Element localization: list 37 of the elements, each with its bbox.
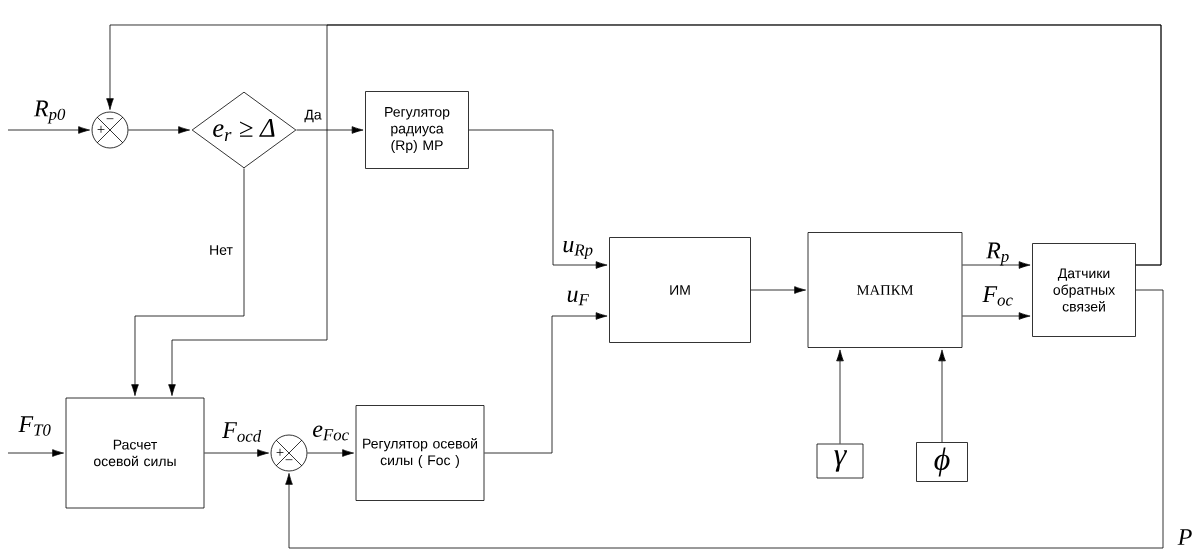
block-box: γ xyxy=(816,443,864,479)
edge-label: Да xyxy=(304,109,322,123)
edge-label: u$_{F}$ xyxy=(567,290,589,306)
block-box: Расчет осевой силы xyxy=(65,397,205,509)
arrow xyxy=(307,449,354,457)
arrow xyxy=(938,349,946,443)
edge-label: u$_{Rр}$ xyxy=(563,241,593,260)
edge-label: R$_{р}$ xyxy=(986,242,1009,266)
edge-label: F$_{oc}$ xyxy=(982,286,1013,306)
edge-label: e$_{Foc}$ xyxy=(313,425,349,441)
arrow xyxy=(7,449,64,457)
block-box: ϕ xyxy=(916,442,968,482)
arrow xyxy=(285,289,1164,549)
edge-label: F$_{ocd}$ xyxy=(222,422,262,442)
block-box: ИМ xyxy=(609,237,751,343)
edge-label: P xyxy=(1177,529,1192,545)
summing-junction: + − xyxy=(270,434,308,472)
arrow xyxy=(484,312,608,454)
arrow xyxy=(750,286,806,294)
arrow xyxy=(131,168,245,396)
arrow xyxy=(7,126,90,134)
summing-junction: + − xyxy=(91,111,129,149)
edge-label: Нет xyxy=(210,245,233,255)
arrow xyxy=(962,261,1031,269)
arrow xyxy=(204,449,269,457)
block-box: МАПКМ xyxy=(807,232,963,348)
block-box: Датчики обратных связей xyxy=(1032,243,1136,337)
arrow xyxy=(296,126,364,134)
arrow xyxy=(836,349,844,444)
arrow xyxy=(962,312,1031,320)
edge-label: R$_{р0}$ xyxy=(33,100,66,124)
arrow xyxy=(468,129,608,269)
block-box: Регулятор осевой силы ( Foc ) xyxy=(355,405,485,501)
block-box: Регулятор радиуса (Rp) МР xyxy=(365,91,469,169)
edge-label: F$_{T0}$ xyxy=(18,416,51,436)
arrow xyxy=(128,126,190,134)
arrow xyxy=(168,24,1162,396)
